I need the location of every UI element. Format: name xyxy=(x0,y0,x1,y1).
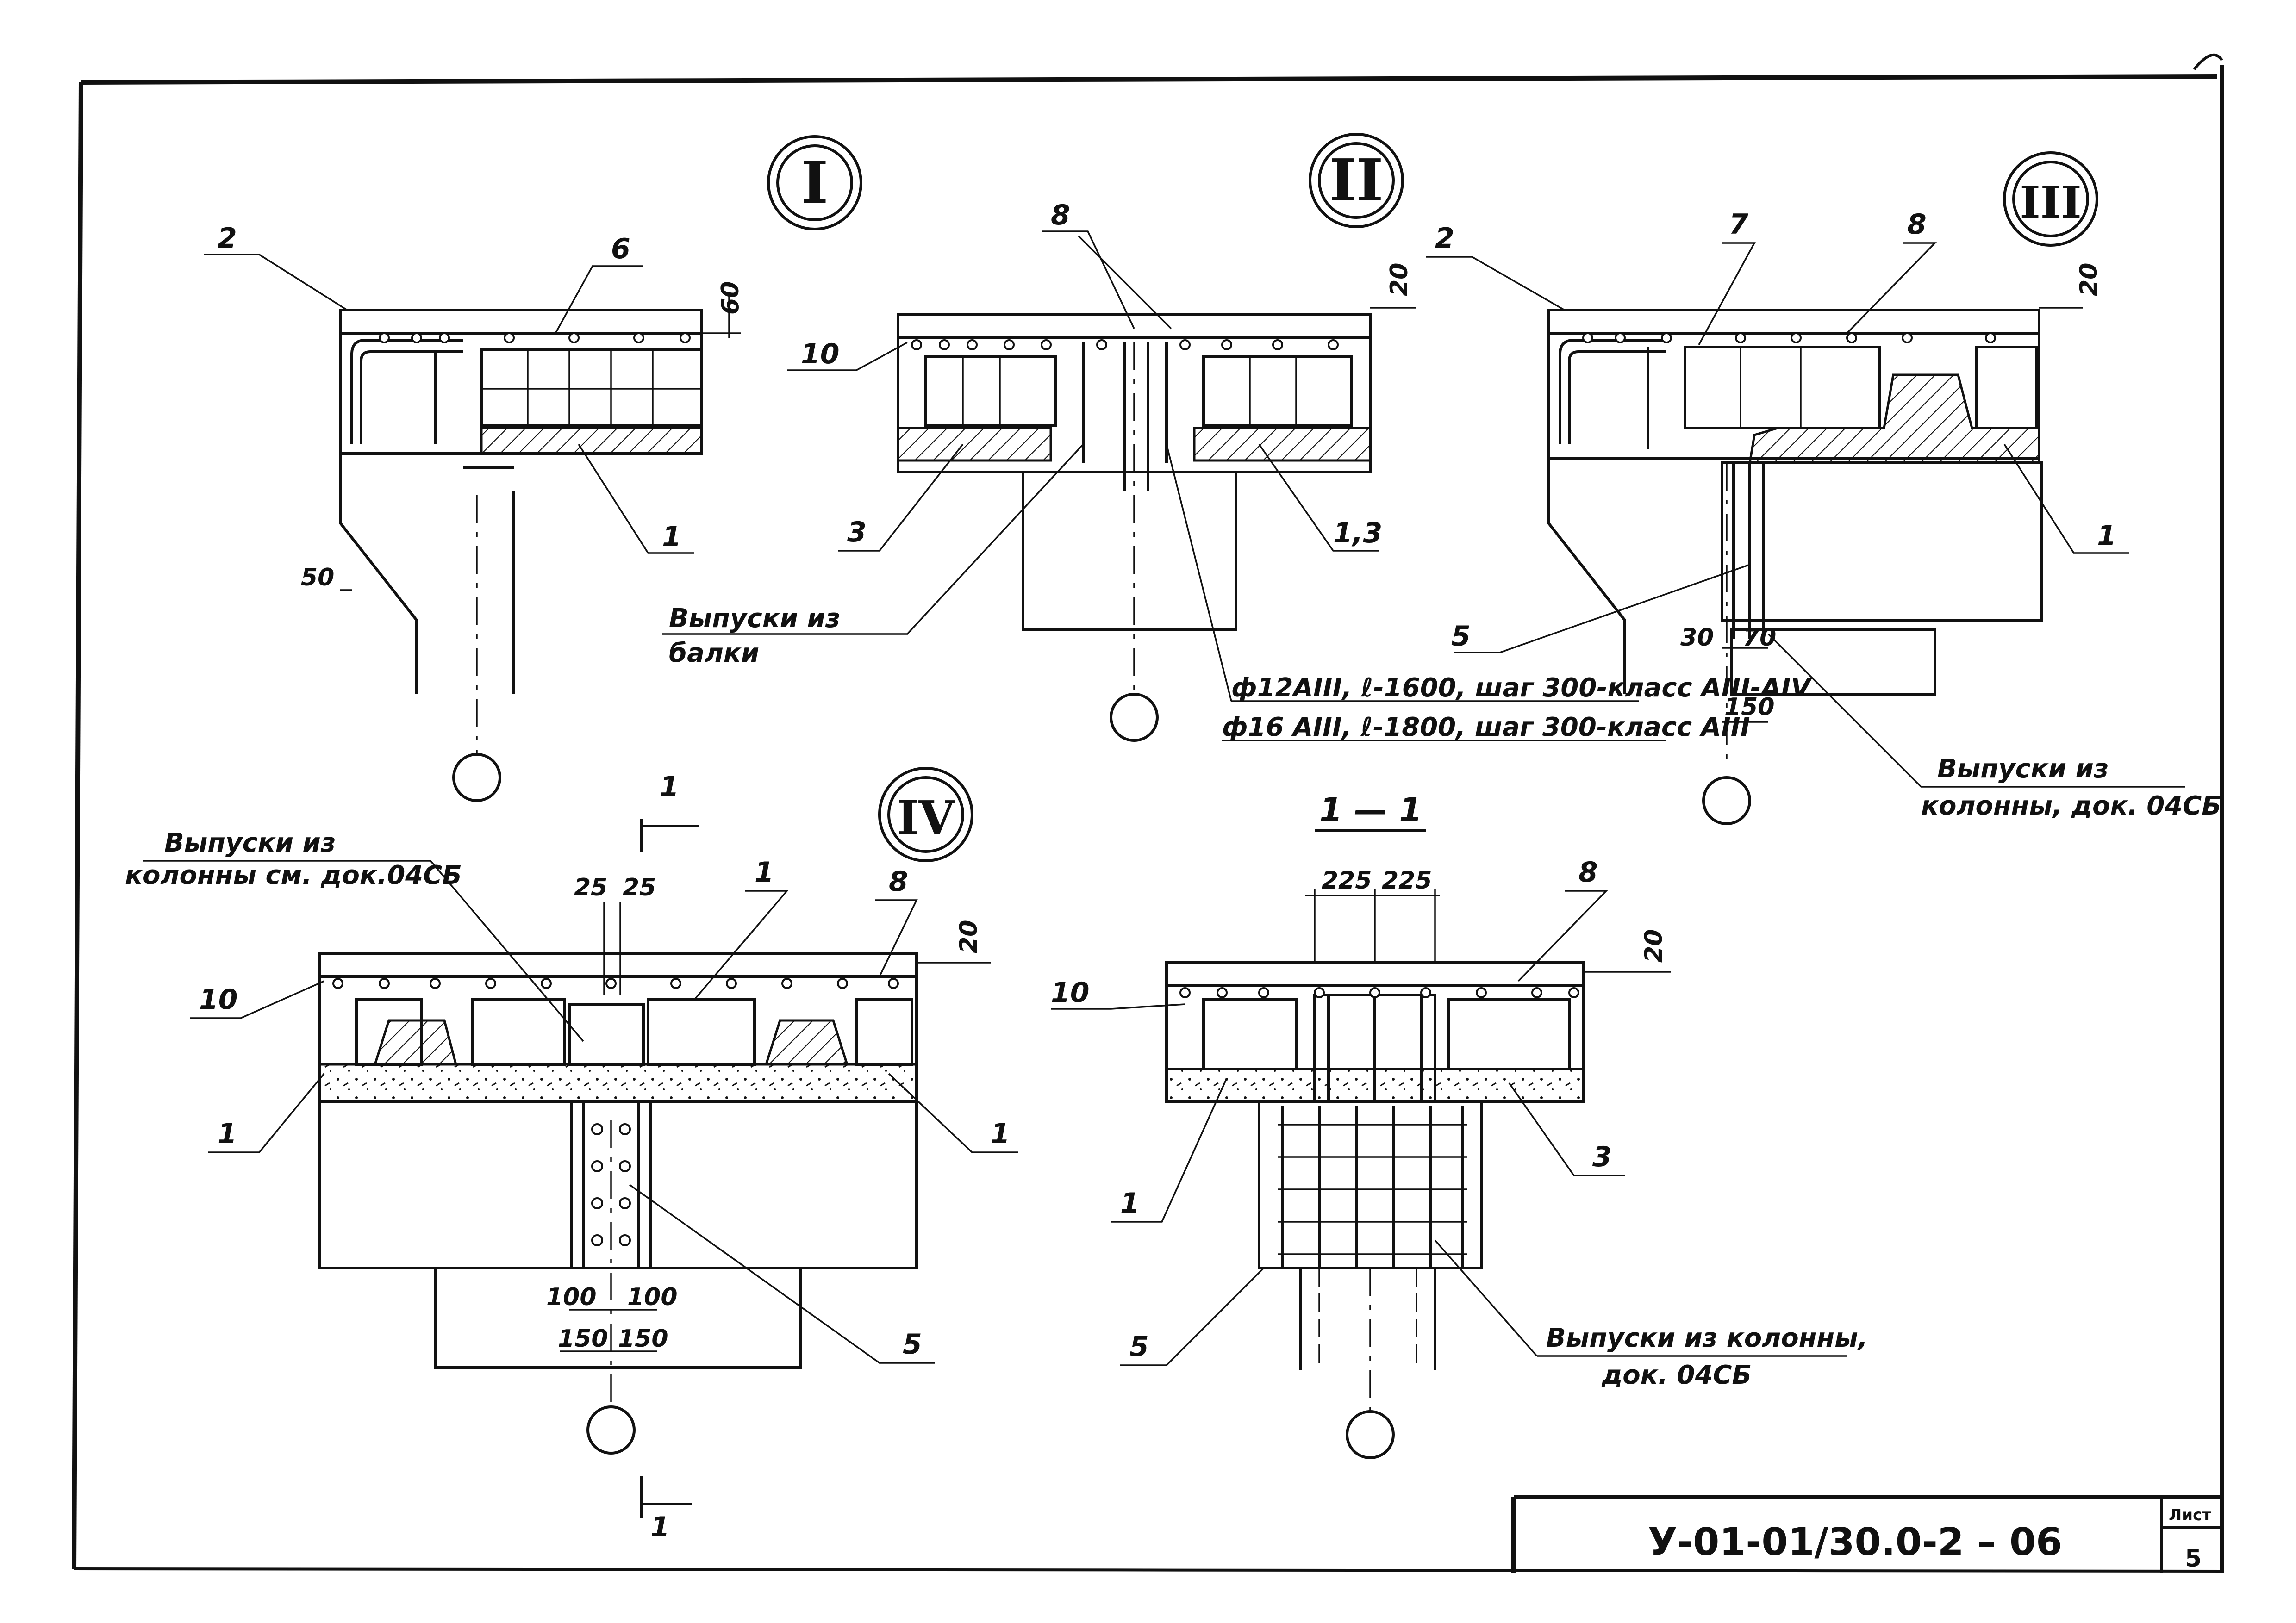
node-IV-outlet-note: Выпуски из xyxy=(164,828,336,858)
node-IV-dim-25b: 25 xyxy=(623,874,656,902)
node-IV-dim-100a: 100 xyxy=(546,1283,597,1311)
node-I-label: I xyxy=(801,149,828,217)
node-I-dim-60: 60 xyxy=(717,281,744,315)
node-IV-callout-1-top: 1 xyxy=(755,856,774,889)
title-block: У-01-01/30.0-2 – 06 Лист 5 xyxy=(1511,1495,2222,1573)
node-III-outlet-note-2: колонны, док. 04СБ xyxy=(1921,791,2221,821)
node-I-detail: I 60 50 2 6 1 xyxy=(204,135,862,802)
node-II-marker xyxy=(1309,133,1404,228)
node-II-callout-1-3: 1,3 xyxy=(1333,517,1382,549)
section-1-1-detail: 1 — 1 xyxy=(1051,790,1868,1459)
node-I-callout-1: 1 xyxy=(662,521,681,553)
sheet-frame xyxy=(72,53,2224,1573)
section-callout-8: 8 xyxy=(1578,856,1598,889)
node-III-marker xyxy=(2003,151,2098,247)
node-IV-dim-100b: 100 xyxy=(627,1283,678,1311)
section-outlet-note-2: док. 04СБ xyxy=(1601,1360,1752,1390)
drawing-code: У-01-01/30.0-2 – 06 xyxy=(1648,1520,2062,1564)
node-IV-callout-10: 10 xyxy=(199,983,238,1016)
node-IV-label: IV xyxy=(897,790,955,845)
node-III-callout-2: 2 xyxy=(1435,222,1454,255)
node-IV-dim-25a: 25 xyxy=(574,874,607,902)
node-II-callout-8: 8 xyxy=(1051,199,1070,231)
node-III-label: III xyxy=(2020,177,2081,228)
section-callout-1: 1 xyxy=(1120,1187,1140,1219)
node-III-dim-20: 20 xyxy=(2075,263,2103,296)
node-II-rebar-spec-2: ф16 АIII, ℓ-1800, шаг 300-класс АIII xyxy=(1222,712,1750,742)
node-IV-callout-5: 5 xyxy=(903,1328,922,1361)
node-IV-callout-1-left: 1 xyxy=(218,1118,237,1150)
section-callout-3: 3 xyxy=(1592,1141,1612,1173)
node-II-rebar-spec-1: ф12АIII, ℓ-1600, шаг 300-класс АIII-АIV xyxy=(1231,673,1813,703)
node-I-dim-50: 50 xyxy=(301,564,334,591)
node-II-dim-20: 20 xyxy=(1385,263,1413,296)
node-III-callout-5: 5 xyxy=(1451,620,1471,653)
section-mark-bottom-label: 1 xyxy=(650,1511,670,1543)
section-dim-225b: 225 xyxy=(1382,867,1432,895)
section-callout-5: 5 xyxy=(1129,1331,1149,1363)
section-mark-top-label: 1 xyxy=(660,771,679,803)
node-IV-outlet-note-2: колонны см. док.04СБ xyxy=(125,860,462,890)
node-II-outlet-note: Выпуски из xyxy=(669,603,840,634)
node-II-callout-10: 10 xyxy=(801,338,840,370)
node-II-callout-3: 3 xyxy=(847,516,867,548)
node-IV-dim-20: 20 xyxy=(955,920,983,953)
node-IV-dim-150b: 150 xyxy=(618,1325,668,1353)
node-IV-callout-1-right: 1 xyxy=(991,1118,1010,1150)
node-II-label: II xyxy=(1329,147,1384,214)
node-I-marker xyxy=(767,135,862,230)
section-title: 1 — 1 xyxy=(1319,790,1422,829)
section-callout-10: 10 xyxy=(1051,976,1090,1009)
node-III-callout-1: 1 xyxy=(2097,520,2116,552)
node-I-callout-6: 6 xyxy=(611,233,630,265)
section-mark-top: 1 xyxy=(640,771,699,852)
node-III-dim-70: 70 xyxy=(1743,624,1776,652)
node-III-outlet-note: Выпуски из xyxy=(1937,754,2109,784)
section-dim-225a: 225 xyxy=(1322,867,1372,895)
node-II-outlet-note-2: балки xyxy=(669,638,759,668)
node-III-dim-30: 30 xyxy=(1680,624,1714,652)
node-II-detail: II 20 8 10 3 1,3 Выпуски xyxy=(662,133,1813,742)
node-IV-dim-150a: 150 xyxy=(558,1325,608,1353)
section-mark-bottom: 1 xyxy=(640,1476,692,1543)
section-outlet-note: Выпуски из колонны, xyxy=(1546,1323,1868,1353)
sheet-number: 5 xyxy=(2185,1545,2202,1573)
node-IV-marker xyxy=(878,767,973,862)
node-IV-callout-8: 8 xyxy=(889,865,908,898)
node-III-dim-150: 150 xyxy=(1724,693,1775,721)
node-IV-detail: IV 25 25 20 100 xyxy=(125,767,1018,1455)
section-dim-20: 20 xyxy=(1640,929,1668,963)
node-III-callout-8: 8 xyxy=(1907,208,1927,241)
node-I-callout-2: 2 xyxy=(218,222,237,255)
node-III-callout-7: 7 xyxy=(1729,208,1748,241)
sheet-label: Лист xyxy=(2169,1506,2211,1524)
node-III-detail: III 20 30 70 150 2 7 xyxy=(1426,151,2221,825)
